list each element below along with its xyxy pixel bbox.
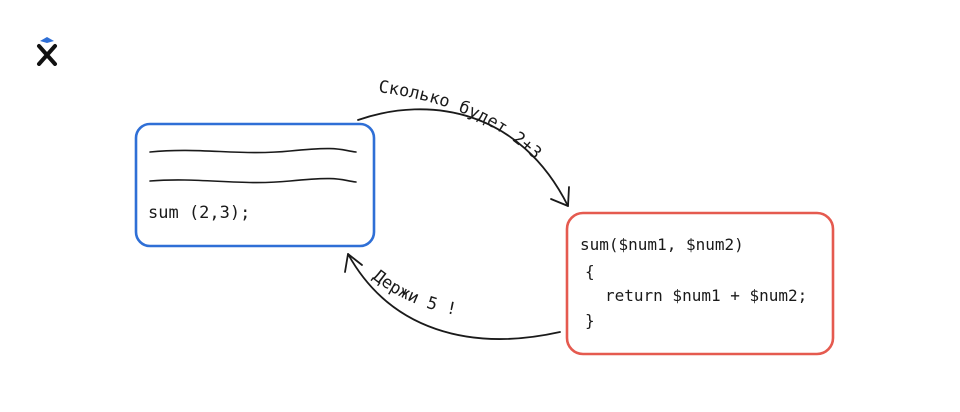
request-arrow-head bbox=[550, 186, 570, 207]
server-box-border bbox=[565, 211, 835, 356]
svg-text:Сколько будет 2+3 ?: Сколько будет 2+3 ? bbox=[0, 0, 553, 170]
server-code-return: return $num1 + $num2; bbox=[605, 286, 807, 305]
server-code-close-brace: } bbox=[585, 311, 595, 330]
response-arrow: Держи 5 ! bbox=[344, 253, 561, 340]
request-label: Сколько будет 2+3 ? bbox=[0, 0, 553, 170]
svg-text:Держи 5 !: Держи 5 ! bbox=[369, 266, 459, 320]
code-placeholder-line bbox=[149, 147, 357, 154]
code-placeholder-line bbox=[149, 177, 357, 184]
x-logo-icon bbox=[37, 37, 57, 66]
response-arrow-line bbox=[347, 253, 561, 340]
request-arrow: Сколько будет 2+3 ? bbox=[0, 0, 570, 207]
request-arrow-line bbox=[357, 108, 569, 207]
server-code-signature: sum($num1, $num2) bbox=[580, 235, 744, 254]
server-code-open-brace: { bbox=[585, 262, 595, 281]
response-label: Держи 5 ! bbox=[369, 266, 459, 320]
client-box: sum (2,3); bbox=[134, 122, 376, 248]
client-code: sum (2,3); bbox=[148, 203, 250, 223]
response-arrow-head bbox=[344, 253, 363, 273]
server-box: sum($num1, $num2) { return $num1 + $num2… bbox=[565, 211, 835, 356]
client-box-border bbox=[134, 122, 376, 248]
